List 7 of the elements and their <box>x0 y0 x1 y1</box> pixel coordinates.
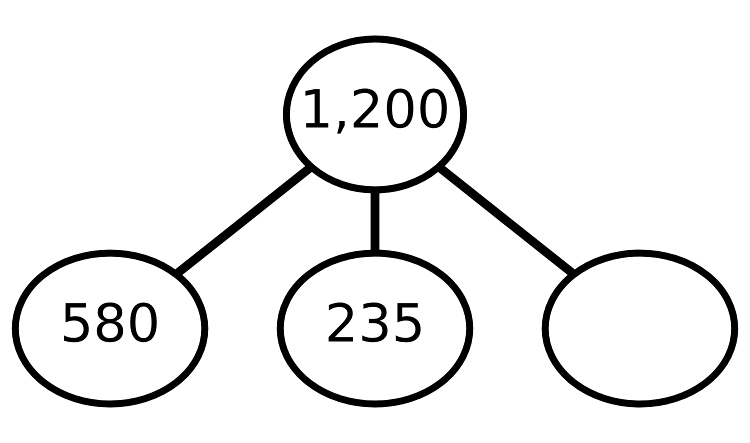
connector <box>436 164 576 278</box>
connector <box>174 164 314 278</box>
connector <box>370 190 380 252</box>
node-ellipse: 235 <box>276 250 474 408</box>
node-circle <box>542 250 738 408</box>
node-ellipse: 1,200 <box>282 36 468 194</box>
node-ellipse: 580 <box>12 250 208 408</box>
